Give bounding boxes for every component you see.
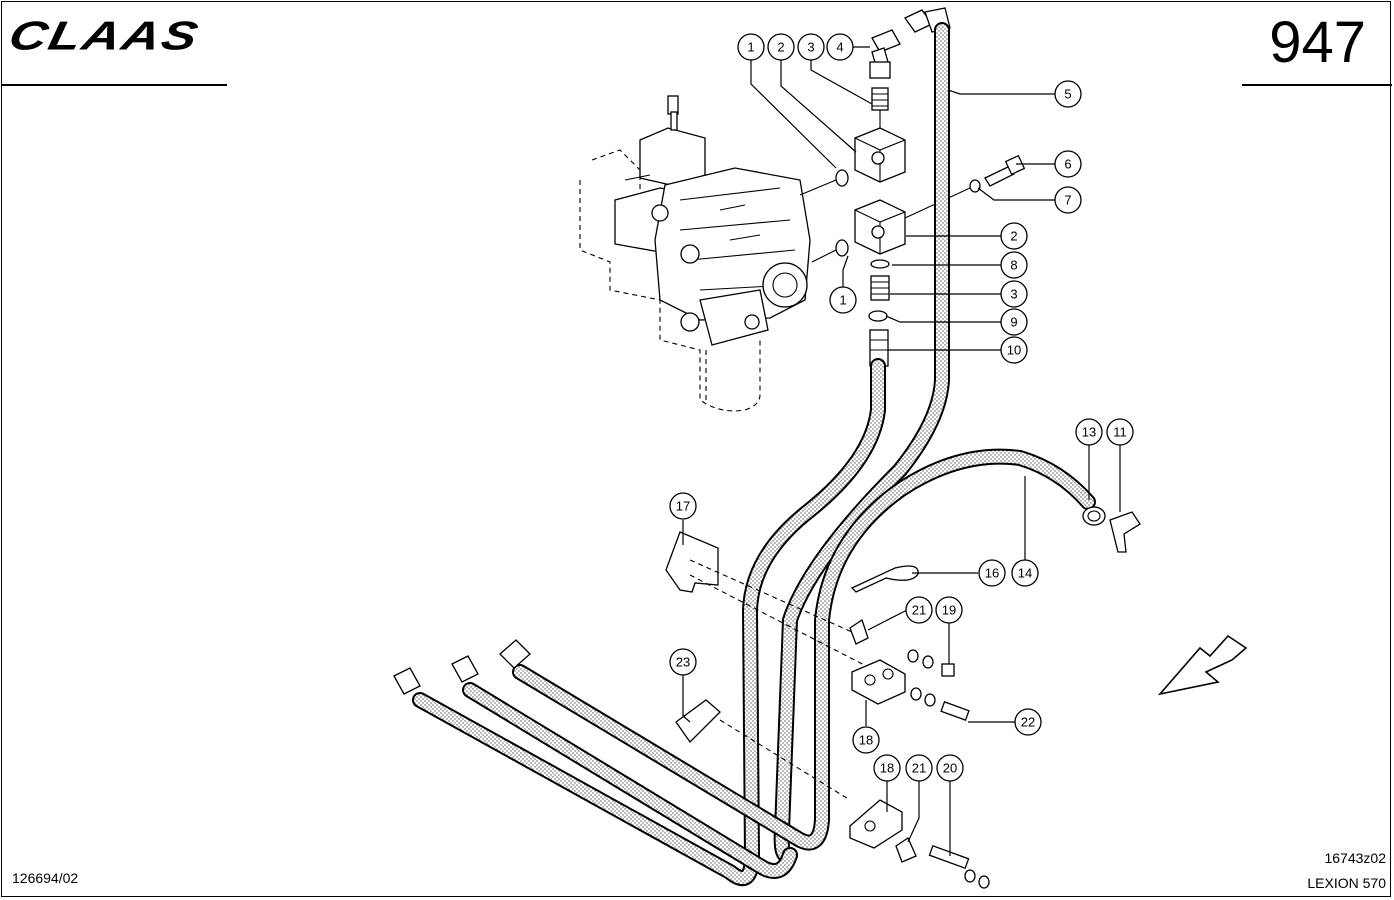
svg-text:14: 14 [1018, 566, 1032, 581]
svg-text:22: 22 [1021, 715, 1035, 730]
callout-6: 6 [1054, 150, 1082, 178]
svg-text:10: 10 [1007, 343, 1021, 358]
svg-text:13: 13 [1082, 425, 1096, 440]
machine-model: LEXION 570 [1307, 875, 1386, 891]
callout-2b: 2 [1000, 222, 1028, 250]
callout-21b: 21 [905, 754, 933, 782]
page-number: 947 [1269, 10, 1366, 75]
callout-10: 10 [1000, 336, 1028, 364]
svg-text:20: 20 [943, 761, 957, 776]
svg-text:8: 8 [1010, 258, 1017, 273]
drawing-number: 16743z02 [1324, 850, 1386, 866]
callout-8: 8 [1000, 251, 1028, 279]
header-rule-right [1242, 84, 1392, 86]
clamps-and-brackets [665, 506, 1141, 889]
svg-text:3: 3 [807, 40, 814, 55]
hydraulic-hoses [393, 22, 1096, 887]
svg-text:21: 21 [912, 603, 926, 618]
header-rule-left [1, 84, 227, 86]
svg-text:5: 5 [1064, 87, 1071, 102]
leader-lines [682, 46, 1121, 856]
svg-text:3: 3 [1010, 287, 1017, 302]
callout-4: 4 [826, 33, 854, 61]
fittings-top [799, 7, 1026, 367]
callout-18a: 18 [852, 726, 880, 754]
travel-direction-arrow [1157, 634, 1248, 696]
svg-text:21: 21 [912, 761, 926, 776]
callout-13: 13 [1075, 418, 1103, 446]
svg-text:16: 16 [985, 566, 999, 581]
svg-text:23: 23 [676, 655, 690, 670]
callout-3b: 3 [1000, 280, 1028, 308]
callout-21a: 21 [905, 596, 933, 624]
callout-2a: 2 [767, 33, 795, 61]
callout-9: 9 [1000, 308, 1028, 336]
callout-1a: 1 [737, 33, 765, 61]
callout-18b: 18 [873, 754, 901, 782]
callout-1b: 1 [829, 286, 857, 314]
callout-22: 22 [1014, 708, 1042, 736]
document-number: 126694/02 [12, 870, 79, 886]
svg-text:17: 17 [676, 499, 690, 514]
svg-text:19: 19 [942, 603, 956, 618]
callout-20: 20 [936, 754, 964, 782]
callout-14: 14 [1011, 559, 1039, 587]
callout-5: 5 [1054, 80, 1082, 108]
callout-17: 17 [669, 492, 697, 520]
svg-text:18: 18 [880, 761, 894, 776]
svg-text:18: 18 [859, 733, 873, 748]
callout-16: 16 [978, 559, 1006, 587]
svg-text:11: 11 [1113, 425, 1127, 440]
callout-19: 19 [935, 596, 963, 624]
svg-text:9: 9 [1010, 315, 1017, 330]
svg-text:4: 4 [836, 40, 843, 55]
callout-3a: 3 [797, 33, 825, 61]
svg-text:2: 2 [1010, 229, 1017, 244]
svg-text:7: 7 [1064, 193, 1071, 208]
svg-text:1: 1 [839, 293, 846, 308]
svg-text:2: 2 [777, 40, 784, 55]
callout-7: 7 [1054, 186, 1082, 214]
svg-text:1: 1 [747, 40, 754, 55]
svg-text:6: 6 [1064, 157, 1071, 172]
hydraulic-pump-assembly [579, 95, 811, 412]
callout-11: 11 [1106, 418, 1134, 446]
callout-23: 23 [669, 648, 697, 676]
